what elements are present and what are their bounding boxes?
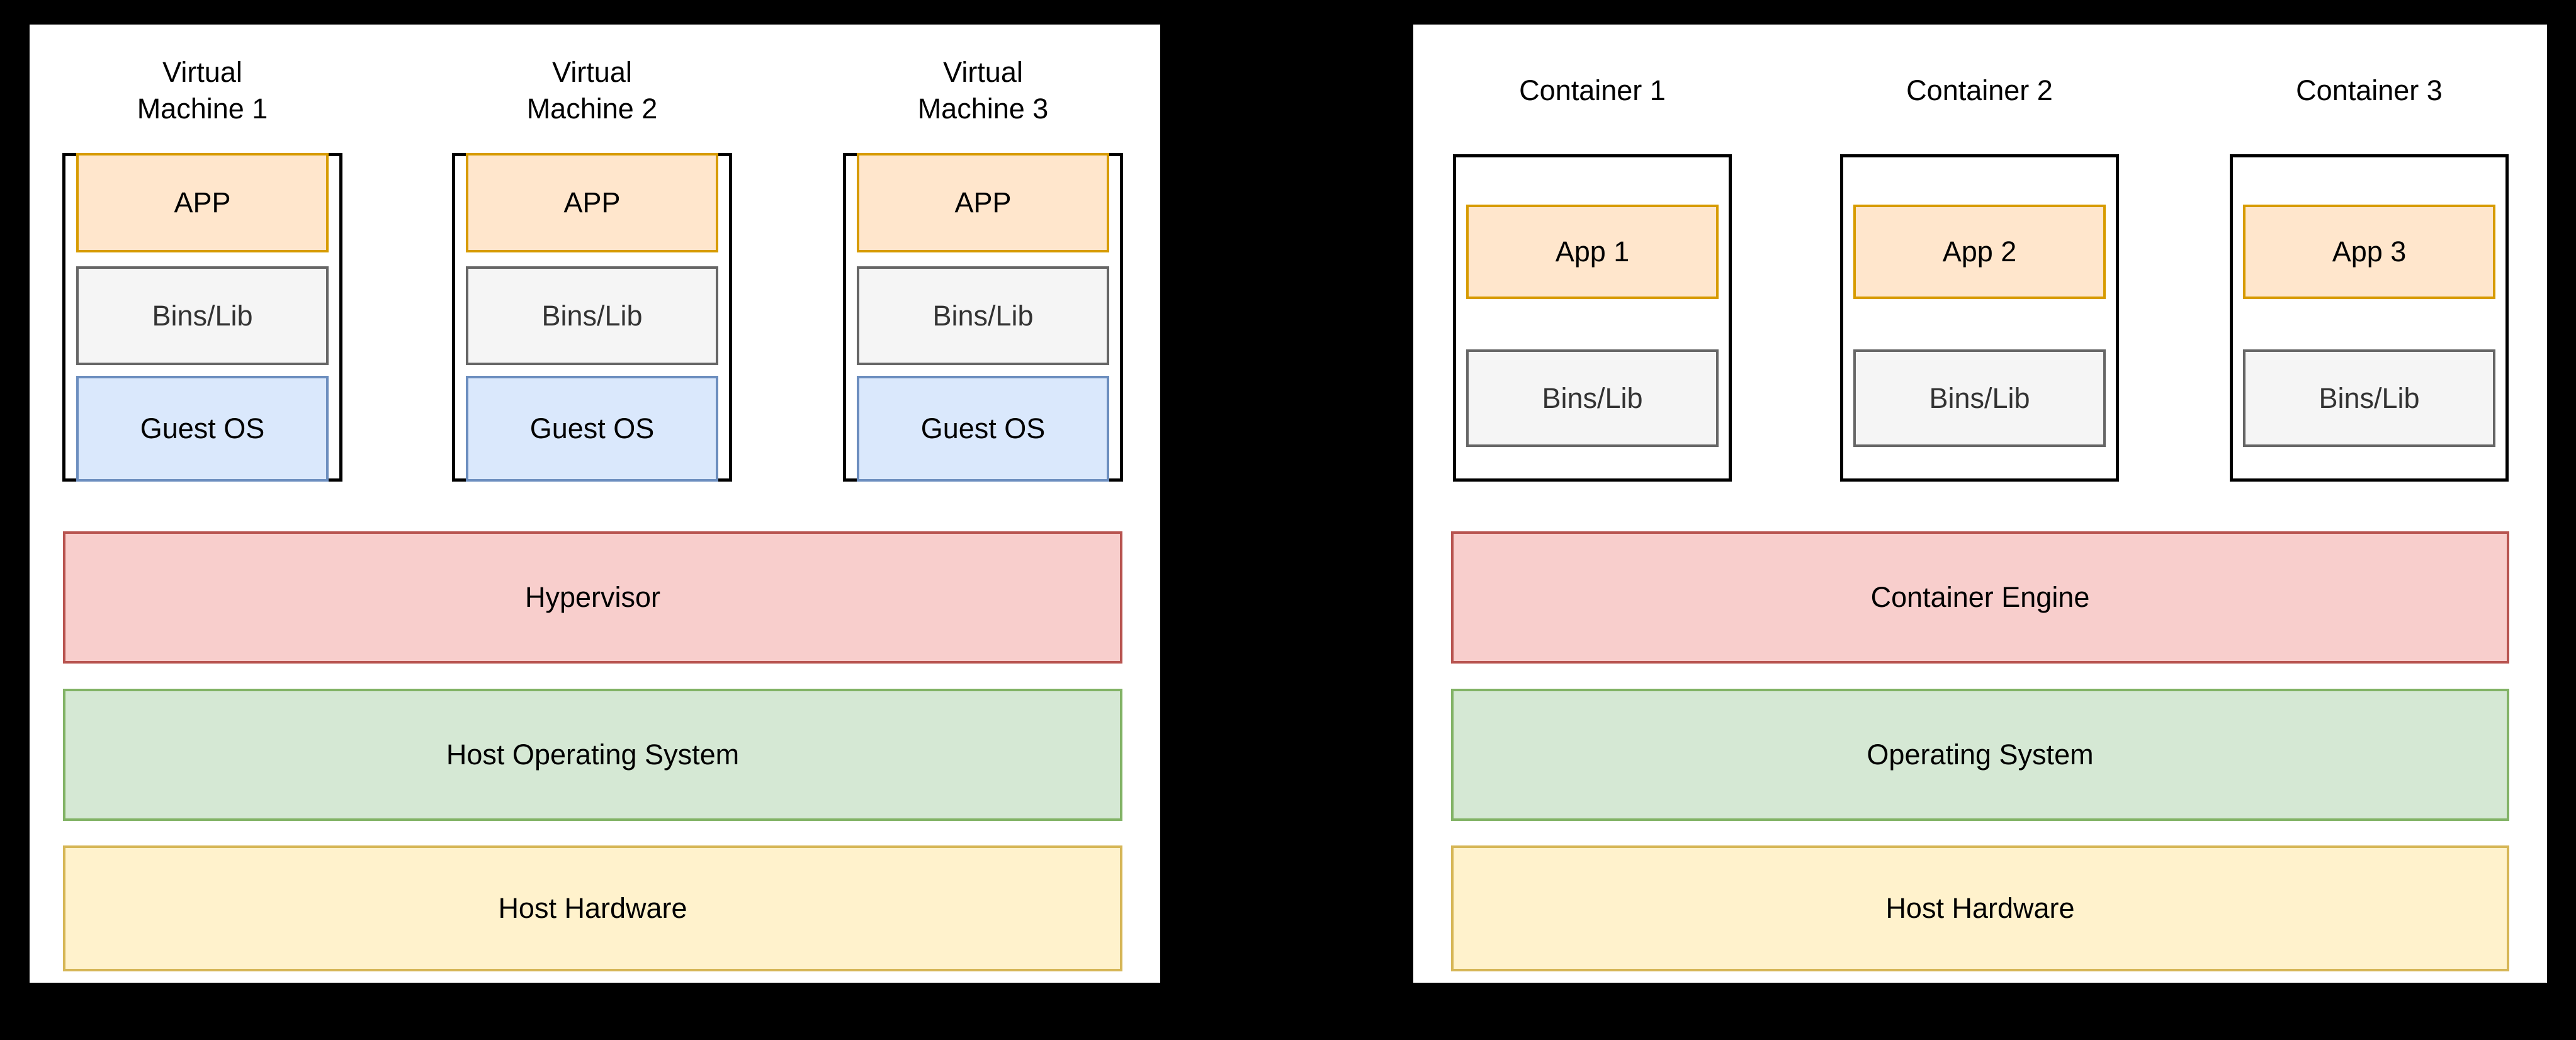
vm1-title: Virtual Machine 1	[137, 56, 268, 125]
vm2-guest-os-box: Guest OS	[466, 376, 718, 482]
vm1-guest-os-box: Guest OS	[76, 376, 329, 482]
containers-panel: Container 1 Container 2 Container 3 App …	[1413, 25, 2547, 983]
vm3-app-box: APP	[857, 153, 1109, 252]
vm2-bins-lib-box: Bins/Lib	[466, 266, 718, 365]
container2-bins-lib-box: Bins/Lib	[1853, 349, 2106, 447]
vm1-app-box: APP	[76, 153, 329, 252]
vm2-box: APP Bins/Lib Guest OS	[452, 153, 732, 482]
host-os-layer: Host Operating System	[63, 689, 1122, 821]
container2-box: App 2 Bins/Lib	[1840, 154, 2119, 482]
virtual-machines-panel: Virtual Machine 1 Virtual Machine 2 Virt…	[30, 25, 1160, 983]
vm3-box: APP Bins/Lib Guest OS	[843, 153, 1123, 482]
host-hardware-layer: Host Hardware	[1451, 845, 2509, 971]
vm2-app-box: APP	[466, 153, 718, 252]
container1-title: Container 1	[1519, 74, 1666, 106]
vm3-guest-os-box: Guest OS	[857, 376, 1109, 482]
vm1-bins-lib-box: Bins/Lib	[76, 266, 329, 365]
container3-bins-lib-box: Bins/Lib	[2243, 349, 2495, 447]
container1-app-box: App 1	[1466, 205, 1719, 299]
vm2-title: Virtual Machine 2	[526, 56, 658, 125]
container1-bins-lib-box: Bins/Lib	[1466, 349, 1719, 447]
container3-app-box: App 3	[2243, 205, 2495, 299]
vm3-title: Virtual Machine 3	[917, 56, 1049, 125]
container3-title: Container 3	[2296, 74, 2443, 106]
host-hardware-layer: Host Hardware	[63, 845, 1122, 971]
container1-box: App 1 Bins/Lib	[1453, 154, 1732, 482]
operating-system-layer: Operating System	[1451, 689, 2509, 821]
vm3-bins-lib-box: Bins/Lib	[857, 266, 1109, 365]
container-engine-layer: Container Engine	[1451, 531, 2509, 664]
hypervisor-layer: Hypervisor	[63, 531, 1122, 664]
container3-box: App 3 Bins/Lib	[2230, 154, 2509, 482]
container2-title: Container 2	[1906, 74, 2053, 106]
vm1-box: APP Bins/Lib Guest OS	[62, 153, 342, 482]
container2-app-box: App 2	[1853, 205, 2106, 299]
